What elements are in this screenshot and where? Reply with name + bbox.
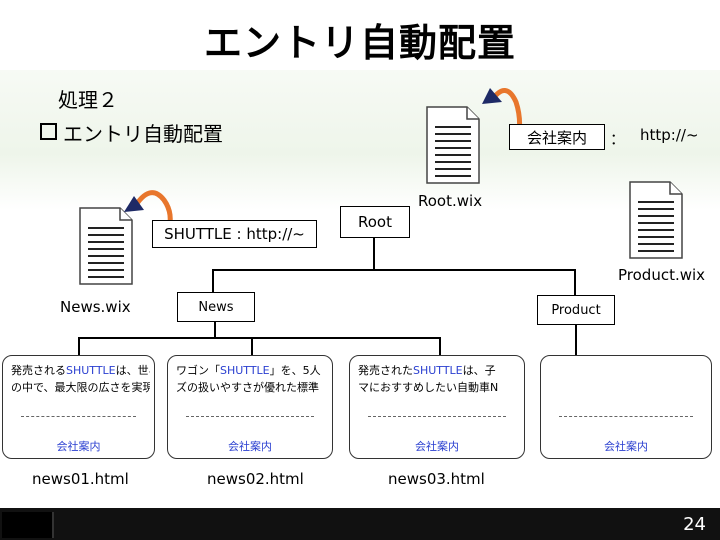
document-icon	[79, 207, 133, 285]
bullet-icon	[40, 123, 57, 140]
card-excerpt: ワゴン「SHUTTLE」を、5人 ズの扱いやすさが優れた標準	[176, 364, 321, 394]
card-divider	[559, 416, 693, 417]
root-entry-label: 会社案内	[526, 128, 587, 147]
card-link[interactable]: 会社案内	[56, 440, 101, 453]
card-excerpt: 発売されるSHUTTLEは、世界 の中で、最大限の広さを実現し	[11, 364, 150, 394]
root-entry-url: http://~	[640, 126, 699, 144]
footer-block	[2, 512, 54, 538]
page-number: 24	[683, 514, 706, 535]
product-node-label: Product	[551, 302, 601, 318]
card-divider	[21, 416, 136, 417]
card-link[interactable]: 会社案内	[604, 440, 648, 453]
connector-line	[439, 337, 441, 356]
product-file-label: Product.wix	[618, 266, 706, 284]
page-file-label: news02.html	[207, 470, 304, 488]
connector-line	[574, 269, 576, 295]
product-node: Product	[537, 295, 615, 325]
connector-line	[251, 337, 253, 356]
news03-page-card: 発売されたSHUTTLEは、子 マにおすすめしたい自動車N 会社案内	[349, 355, 525, 459]
slide-title: エントリ自動配置	[203, 21, 516, 65]
document-icon	[426, 106, 480, 184]
news-node-label: News	[198, 299, 234, 315]
news02-page-card: ワゴン「SHUTTLE」を、5人 ズの扱いやすさが優れた標準 会社案内	[167, 355, 333, 459]
root-entry-separator: ：	[610, 130, 626, 148]
connector-line	[78, 337, 80, 356]
card-divider	[186, 416, 314, 417]
connector-line	[575, 325, 577, 356]
card-divider	[368, 416, 506, 417]
connector-line	[214, 322, 216, 338]
root-entry-box: 会社案内	[509, 124, 605, 150]
shuttle-entry-label: SHUTTLE : http://~	[164, 225, 305, 243]
news-file-label: News.wix	[60, 298, 131, 316]
connector-line	[78, 337, 440, 339]
page-file-label: news01.html	[32, 470, 129, 488]
step-label: 処理２	[58, 88, 118, 112]
bullet-heading-text: エントリ自動配置	[63, 122, 223, 146]
page-file-label: news03.html	[388, 470, 485, 488]
shuttle-entry-box: SHUTTLE : http://~	[152, 220, 317, 248]
root-node: Root	[340, 206, 410, 238]
card-link[interactable]: 会社案内	[415, 440, 459, 453]
product-page-card: 会社案内	[540, 355, 712, 459]
bullet-heading: エントリ自動配置	[40, 118, 223, 147]
connector-line	[212, 269, 214, 293]
card-link[interactable]: 会社案内	[228, 440, 272, 453]
root-file-label: Root.wix	[418, 192, 483, 210]
connector-line	[212, 269, 575, 271]
document-icon	[629, 181, 683, 259]
news-node: News	[177, 292, 255, 322]
news01-page-card: 発売されるSHUTTLEは、世界 の中で、最大限の広さを実現し 会社案内	[2, 355, 155, 459]
footer-bar	[0, 508, 720, 540]
connector-line	[373, 238, 375, 270]
root-node-label: Root	[358, 213, 392, 231]
card-excerpt: 発売されたSHUTTLEは、子 マにおすすめしたい自動車N	[358, 364, 499, 394]
